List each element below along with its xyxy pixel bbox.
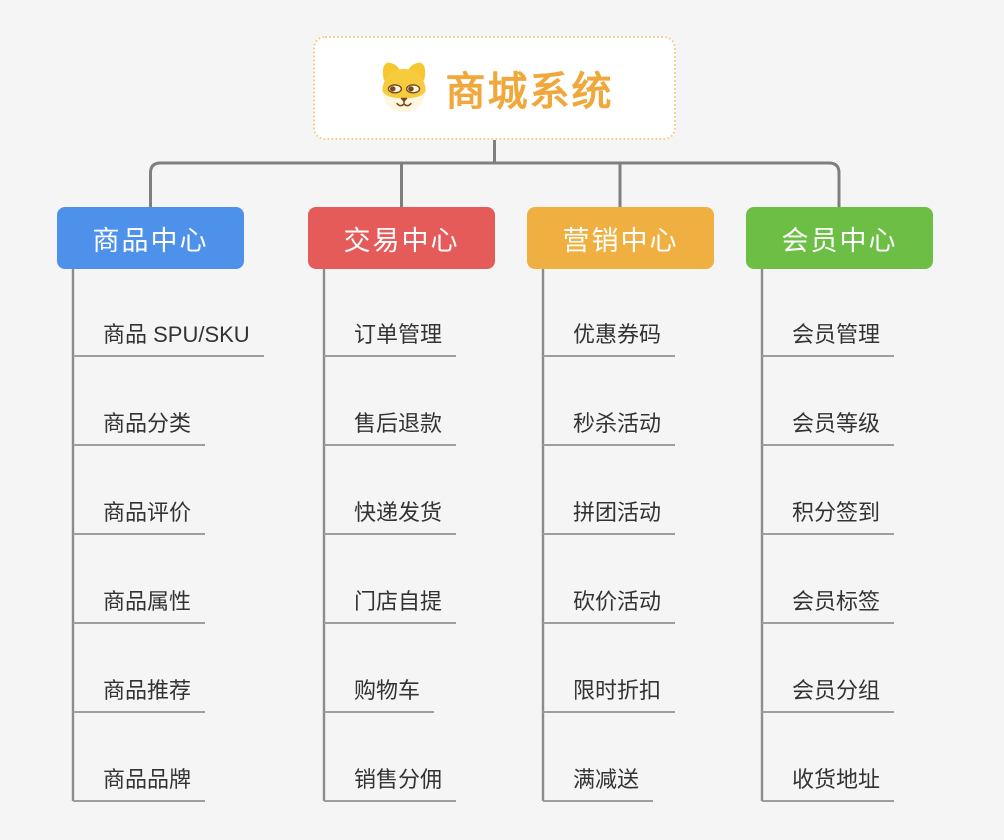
leaf-node[interactable]: 订单管理 [324,317,457,357]
leaf-node[interactable]: 商品 SPU/SKU [73,317,264,357]
leaf-node[interactable]: 商品分类 [73,406,206,446]
leaf-node[interactable]: 销售分佣 [324,762,457,802]
branch-header[interactable]: 营销中心 [527,207,714,269]
leaf-node[interactable]: 快递发货 [324,495,457,535]
leaf-node[interactable]: 砍价活动 [543,584,676,624]
leaf-node[interactable]: 商品评价 [73,495,206,535]
leaf-node[interactable]: 会员标签 [762,584,895,624]
leaf-node[interactable]: 售后退款 [324,406,457,446]
leaf-node[interactable]: 拼团活动 [543,495,676,535]
leaf-node[interactable]: 收货地址 [762,762,895,802]
leaf-node[interactable]: 门店自提 [324,584,457,624]
leaf-node[interactable]: 优惠券码 [543,317,676,357]
leaf-node[interactable]: 会员管理 [762,317,895,357]
leaf-node[interactable]: 会员分组 [762,673,895,713]
leaf-node[interactable]: 秒杀活动 [543,406,676,446]
leaf-node[interactable]: 积分签到 [762,495,895,535]
dog-icon [376,62,432,114]
branch-header[interactable]: 会员中心 [746,207,933,269]
leaf-node[interactable]: 会员等级 [762,406,895,446]
leaf-node[interactable]: 限时折扣 [543,673,676,713]
leaf-node[interactable]: 商品属性 [73,584,206,624]
leaf-node[interactable]: 满减送 [543,762,654,802]
root-node[interactable]: 商城系统 [313,36,676,140]
root-title: 商城系统 [445,70,614,114]
leaf-node[interactable]: 商品品牌 [73,762,206,802]
branch-header[interactable]: 交易中心 [308,207,495,269]
branch-header[interactable]: 商品中心 [57,207,244,269]
leaf-node[interactable]: 商品推荐 [73,673,206,713]
leaf-node[interactable]: 购物车 [324,673,435,713]
